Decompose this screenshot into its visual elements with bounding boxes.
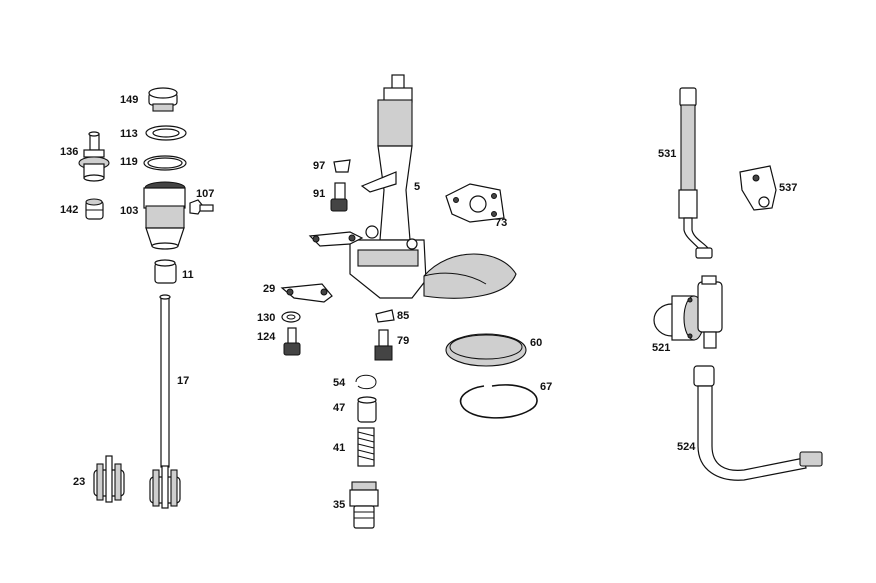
part-103-filter-housing xyxy=(143,181,186,250)
part-124-bolt xyxy=(283,327,301,356)
part-521-valve-assembly xyxy=(653,275,723,349)
label-41: 41 xyxy=(333,442,345,454)
label-119: 119 xyxy=(120,156,138,168)
label-47: 47 xyxy=(333,402,345,414)
part-79-bolt xyxy=(374,329,393,361)
part-47-piston xyxy=(357,396,377,423)
part-23-gear xyxy=(93,455,125,503)
label-79: 79 xyxy=(397,335,409,347)
label-130: 130 xyxy=(257,312,275,324)
label-97: 97 xyxy=(313,160,325,172)
part-85-washer xyxy=(375,309,395,323)
part-29-bracket xyxy=(280,283,333,303)
label-142: 142 xyxy=(60,204,78,216)
label-113: 113 xyxy=(120,128,138,140)
label-91: 91 xyxy=(313,188,325,200)
part-67-retaining-ring xyxy=(459,384,538,419)
part-531-hose-line xyxy=(678,87,713,259)
part-524-oil-pipe xyxy=(693,365,823,481)
label-73: 73 xyxy=(495,217,507,229)
part-149-screw-plug xyxy=(148,87,178,112)
part-97-shim xyxy=(333,159,351,173)
label-85: 85 xyxy=(397,310,409,322)
label-11: 11 xyxy=(182,269,194,281)
part-41-spring xyxy=(357,427,375,467)
label-524: 524 xyxy=(677,441,696,453)
part-142-sleeve xyxy=(85,198,104,220)
part-5-oil-pump-housing xyxy=(349,74,517,299)
label-537: 537 xyxy=(779,182,797,194)
label-531: 531 xyxy=(658,148,676,160)
label-107: 107 xyxy=(196,188,214,200)
label-35: 35 xyxy=(333,499,345,511)
label-54: 54 xyxy=(333,377,346,389)
label-67: 67 xyxy=(540,381,552,393)
part-17-drive-shaft xyxy=(149,294,181,509)
label-124: 124 xyxy=(257,331,276,343)
label-149: 149 xyxy=(120,94,138,106)
part-91-screw xyxy=(330,182,348,212)
part-537-bracket xyxy=(739,165,777,211)
part-119-ring xyxy=(143,155,187,171)
part-136-valve xyxy=(78,131,110,182)
label-23: 23 xyxy=(73,476,85,488)
part-35-plug xyxy=(349,481,379,529)
label-5: 5 xyxy=(414,181,420,193)
part-11-bushing xyxy=(154,259,177,284)
part-bracket xyxy=(308,231,364,247)
label-103: 103 xyxy=(120,205,138,217)
label-60: 60 xyxy=(530,337,542,349)
label-521: 521 xyxy=(652,342,670,354)
label-17: 17 xyxy=(177,375,189,387)
part-113-washer xyxy=(145,125,187,141)
part-60-strainer-screen xyxy=(445,333,527,367)
label-29: 29 xyxy=(263,283,275,295)
part-54-circlip xyxy=(355,374,377,390)
part-73-gasket xyxy=(445,183,505,223)
part-130-lock-washer xyxy=(281,311,301,323)
part-107-bolt xyxy=(189,199,214,215)
label-136: 136 xyxy=(60,146,78,158)
